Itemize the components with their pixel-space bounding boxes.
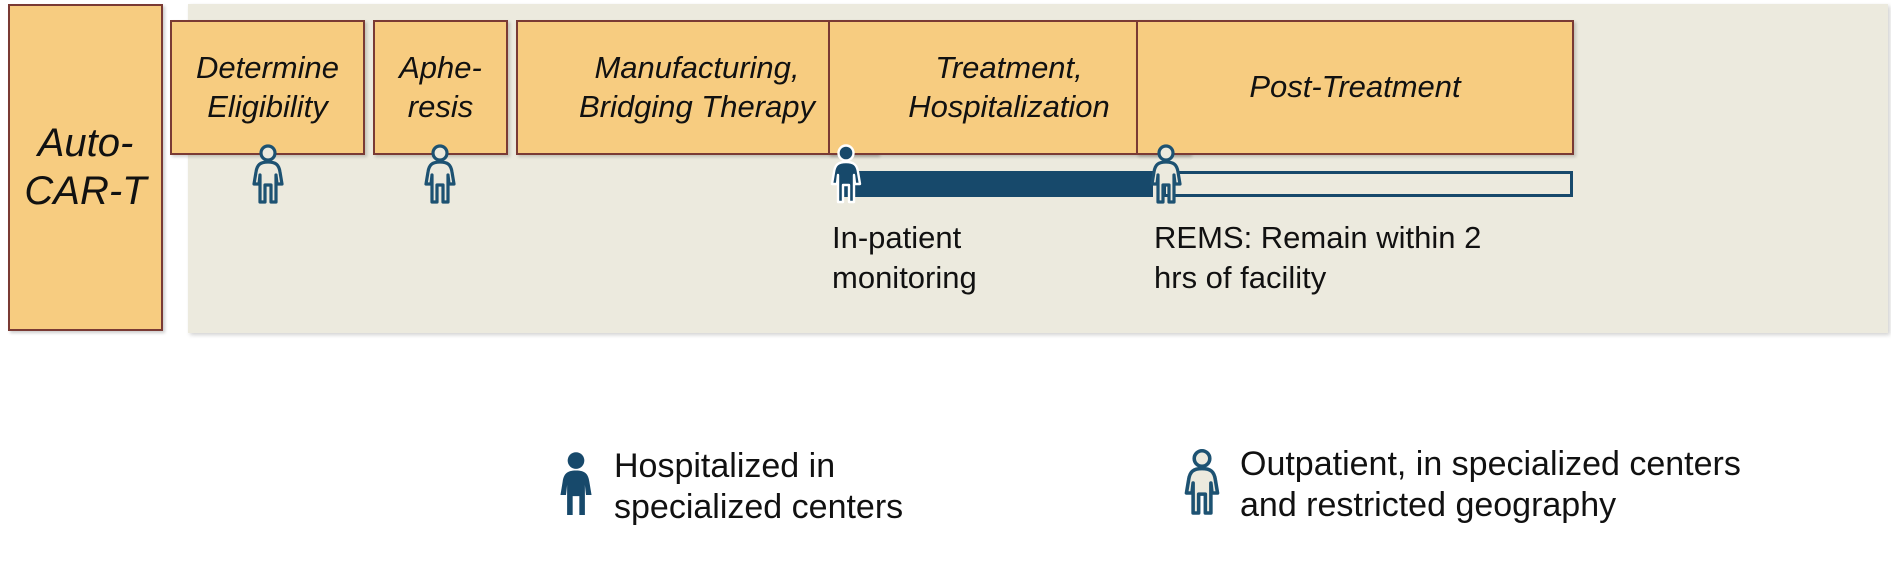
stage-band: Determine Eligibility Aphe- resis Manufa… (170, 4, 1888, 333)
stage-box-post-treatment[interactable]: Post-Treatment (1136, 20, 1574, 155)
legend: Hospitalized in specialized centers Outp… (0, 444, 1891, 580)
stage-box-manufacturing-bridging[interactable]: Manufacturing, Bridging Therapy (516, 20, 878, 155)
out-patient-duration-bar (1163, 171, 1573, 197)
row-label-auto-car-t: Auto- CAR-T (8, 4, 163, 331)
person-outline-icon (1182, 448, 1222, 523)
in-patient-duration-bar (843, 171, 1153, 197)
legend-item-outpatient: Outpatient, in specialized centers and r… (1182, 444, 1741, 527)
person-filled-icon-treatment (828, 144, 864, 211)
person-outline-icon-determine-eligibility (250, 144, 286, 211)
row-label-text: Auto- CAR-T (24, 121, 147, 213)
legend-label-outpatient: Outpatient, in specialized centers and r… (1240, 445, 1741, 525)
legend-label-hospitalized: Hospitalized in specialized centers (614, 447, 904, 527)
stage-label-treatment-hospitalization: Treatment, Hospitalization (908, 49, 1110, 124)
person-filled-icon (556, 450, 596, 525)
annotation-in-patient-monitoring: In-patient monitoring (832, 220, 977, 295)
person-outline-icon-post-treatment (1148, 144, 1184, 211)
stage-label-determine-eligibility: Determine Eligibility (196, 49, 339, 124)
stage-label-post-treatment: Post-Treatment (1249, 69, 1461, 105)
annotation-rems-restriction: REMS: Remain within 2 hrs of facility (1154, 220, 1482, 295)
stage-label-apheresis: Aphe- resis (399, 49, 482, 124)
stage-label-manufacturing-bridging: Manufacturing, Bridging Therapy (578, 49, 816, 124)
person-outline-icon-apheresis (422, 144, 458, 211)
stage-box-apheresis[interactable]: Aphe- resis (373, 20, 508, 155)
legend-item-hospitalized: Hospitalized in specialized centers (556, 446, 903, 529)
stage-box-determine-eligibility[interactable]: Determine Eligibility (170, 20, 365, 155)
stage-box-treatment-hospitalization[interactable]: Treatment, Hospitalization (828, 20, 1190, 155)
